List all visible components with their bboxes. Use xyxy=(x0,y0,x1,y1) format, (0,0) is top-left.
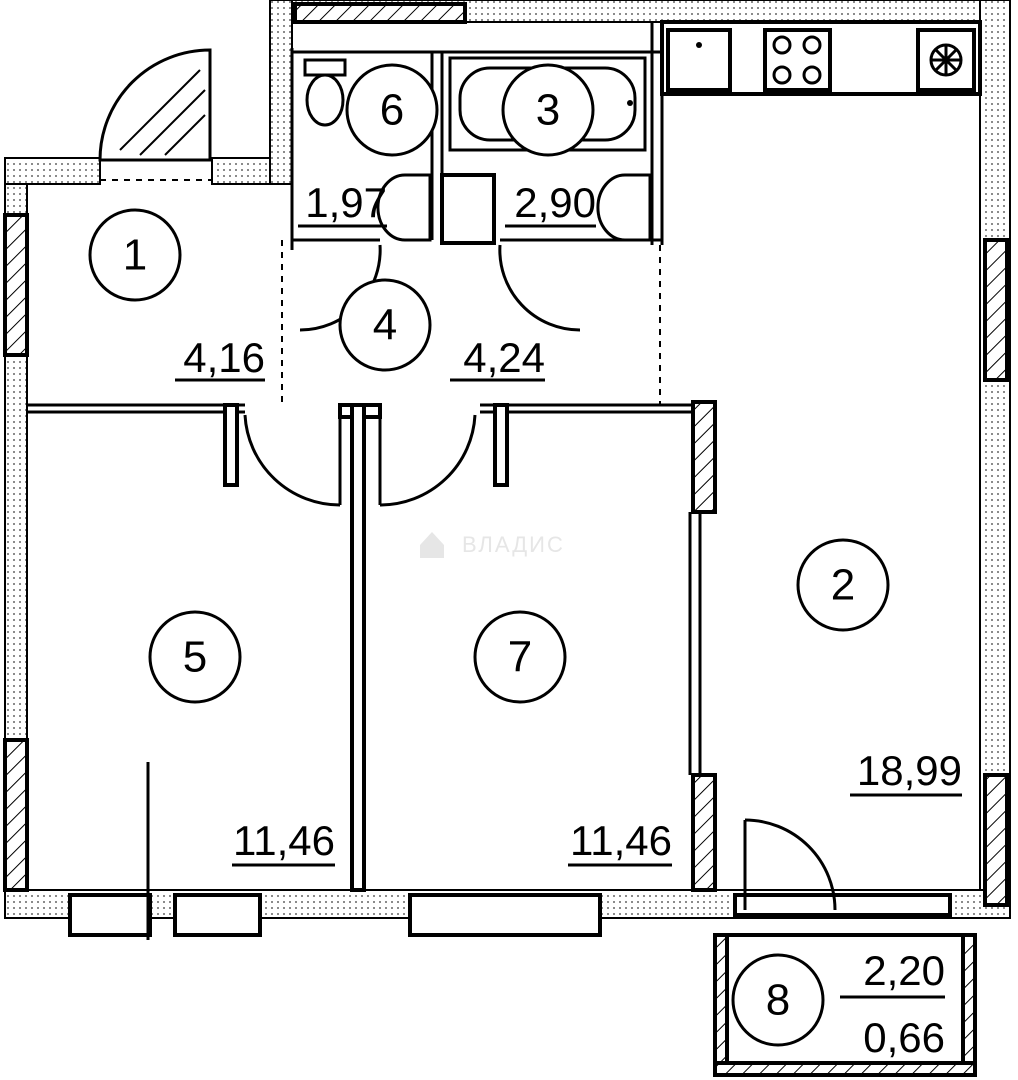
interior-walls xyxy=(27,20,982,1077)
room-3-area: 2,90 xyxy=(514,179,596,226)
room-6-area: 1,97 xyxy=(305,179,387,226)
room-4-area: 4,24 xyxy=(463,334,545,381)
house-icon xyxy=(420,532,444,558)
room-1-number: 1 xyxy=(123,231,147,280)
room-labels: 1 2 3 4 5 6 7 8 xyxy=(88,63,890,1047)
room-6-number: 6 xyxy=(380,86,404,135)
doors xyxy=(98,48,837,911)
room-2-area: 18,99 xyxy=(857,747,962,794)
room-4-number: 4 xyxy=(373,301,397,350)
watermark: ВЛАДИС xyxy=(420,532,565,558)
sink-icon xyxy=(376,173,652,242)
room-1-area: 4,16 xyxy=(183,334,265,381)
room-7-number: 7 xyxy=(508,633,532,682)
room-7-area: 11,46 xyxy=(570,817,672,864)
room-5-number: 5 xyxy=(183,633,207,682)
windows xyxy=(3,2,1009,937)
room-5-area: 11,46 xyxy=(233,817,335,864)
room-3-number: 3 xyxy=(536,86,560,135)
fan-icon xyxy=(929,43,963,77)
room-8-area: 2,20 xyxy=(863,947,945,994)
zone-boundaries xyxy=(100,179,661,405)
fixtures xyxy=(146,43,963,940)
area-labels: 4,16 18,99 2,90 4,24 11,46 1,97 11,46 2,… xyxy=(175,179,962,1061)
room-8-area-secondary: 0,66 xyxy=(863,1014,945,1061)
watermark-text: ВЛАДИС xyxy=(462,532,565,557)
room-2-number: 2 xyxy=(831,561,855,610)
room-8-number: 8 xyxy=(766,976,790,1025)
toilet-icon xyxy=(303,58,347,127)
